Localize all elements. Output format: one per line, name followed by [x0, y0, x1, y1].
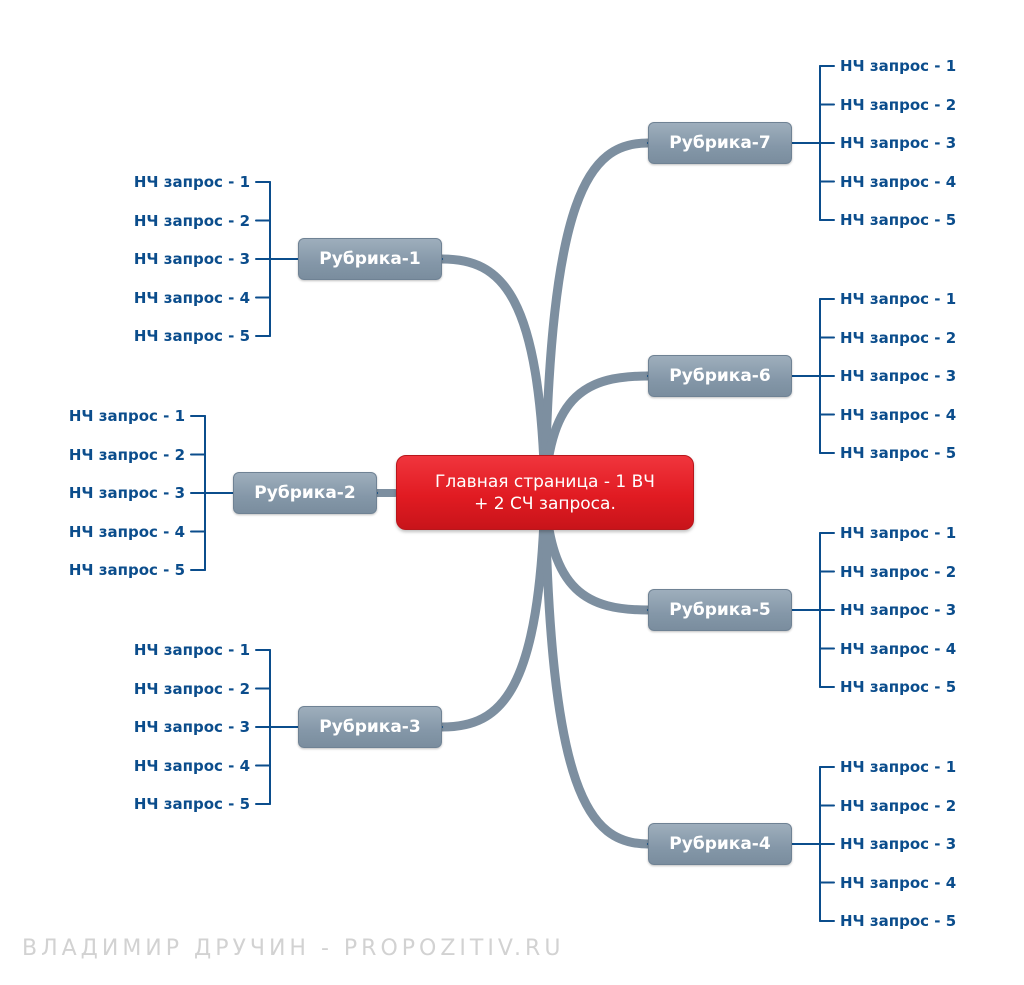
- subtopic-label[interactable]: НЧ запрос - 5: [840, 678, 957, 696]
- subtopic-label[interactable]: НЧ запрос - 3: [840, 601, 957, 619]
- subtopic-label[interactable]: НЧ запрос - 4: [133, 756, 250, 775]
- subtopic-label[interactable]: НЧ запрос - 5: [840, 211, 957, 229]
- subtopic-label[interactable]: НЧ запрос - 3: [840, 134, 957, 152]
- central-topic-label: Главная страница - 1 ВЧ + 2 СЧ запроса.: [435, 471, 655, 514]
- subtopic-label[interactable]: НЧ запрос - 2: [133, 679, 250, 698]
- subtopic-label[interactable]: НЧ запрос - 4: [840, 405, 957, 424]
- subtopic-label[interactable]: НЧ запрос - 4: [68, 522, 185, 541]
- subtopic-label[interactable]: НЧ запрос - 3: [840, 367, 957, 385]
- subtopic-label[interactable]: НЧ запрос - 1: [133, 641, 250, 659]
- topic-node[interactable]: Рубрика-7: [648, 122, 792, 164]
- subtopic-label[interactable]: НЧ запрос - 4: [133, 288, 250, 307]
- subtopic-label[interactable]: НЧ запрос - 1: [840, 57, 957, 75]
- topic-node[interactable]: Рубрика-6: [648, 355, 792, 397]
- subtopic-label[interactable]: НЧ запрос - 4: [840, 172, 957, 191]
- branch-connector: [540, 487, 653, 849]
- topic-node[interactable]: Рубрика-1: [298, 238, 442, 280]
- subtopic-label[interactable]: НЧ запрос - 2: [840, 796, 957, 815]
- subtopic-label[interactable]: НЧ запрос - 2: [840, 95, 957, 114]
- subtopic-label[interactable]: НЧ запрос - 2: [840, 328, 957, 347]
- branch-connector: [437, 254, 550, 497]
- topic-node[interactable]: Рубрика-5: [648, 589, 792, 631]
- subtopic-label[interactable]: НЧ запрос - 1: [68, 407, 185, 425]
- topic-node[interactable]: Рубрика-3: [298, 706, 442, 748]
- subtopic-label[interactable]: НЧ запрос - 4: [840, 873, 957, 892]
- branch-connector: [540, 138, 653, 497]
- subtopic-label[interactable]: НЧ запрос - 1: [840, 758, 957, 776]
- watermark: ВЛАДИМИР ДРУЧИН - PROPOZITIV.RU: [22, 936, 565, 961]
- subtopic-label[interactable]: НЧ запрос - 5: [133, 795, 250, 813]
- branch-connector: [437, 487, 550, 732]
- subtopic-label[interactable]: НЧ запрос - 2: [840, 562, 957, 581]
- subtopic-label[interactable]: НЧ запрос - 2: [68, 445, 185, 464]
- topic-node[interactable]: Рубрика-2: [233, 472, 377, 514]
- subtopic-label[interactable]: НЧ запрос - 1: [840, 290, 957, 308]
- subtopic-label[interactable]: НЧ запрос - 1: [133, 173, 250, 191]
- subtopic-label[interactable]: НЧ запрос - 2: [133, 211, 250, 230]
- subtopic-label[interactable]: НЧ запрос - 3: [133, 250, 250, 268]
- subtopic-label[interactable]: НЧ запрос - 5: [133, 327, 250, 345]
- subtopic-label[interactable]: НЧ запрос - 5: [840, 444, 957, 462]
- subtopic-label[interactable]: НЧ запрос - 3: [68, 484, 185, 502]
- topic-node[interactable]: Рубрика-4: [648, 823, 792, 865]
- subtopic-label[interactable]: НЧ запрос - 3: [840, 835, 957, 853]
- central-topic[interactable]: Главная страница - 1 ВЧ + 2 СЧ запроса.: [396, 455, 694, 530]
- subtopic-label[interactable]: НЧ запрос - 4: [840, 639, 957, 658]
- subtopic-label[interactable]: НЧ запрос - 1: [840, 524, 957, 542]
- subtopic-label[interactable]: НЧ запрос - 3: [133, 718, 250, 736]
- subtopic-label[interactable]: НЧ запрос - 5: [840, 912, 957, 930]
- subtopic-label[interactable]: НЧ запрос - 5: [68, 561, 185, 579]
